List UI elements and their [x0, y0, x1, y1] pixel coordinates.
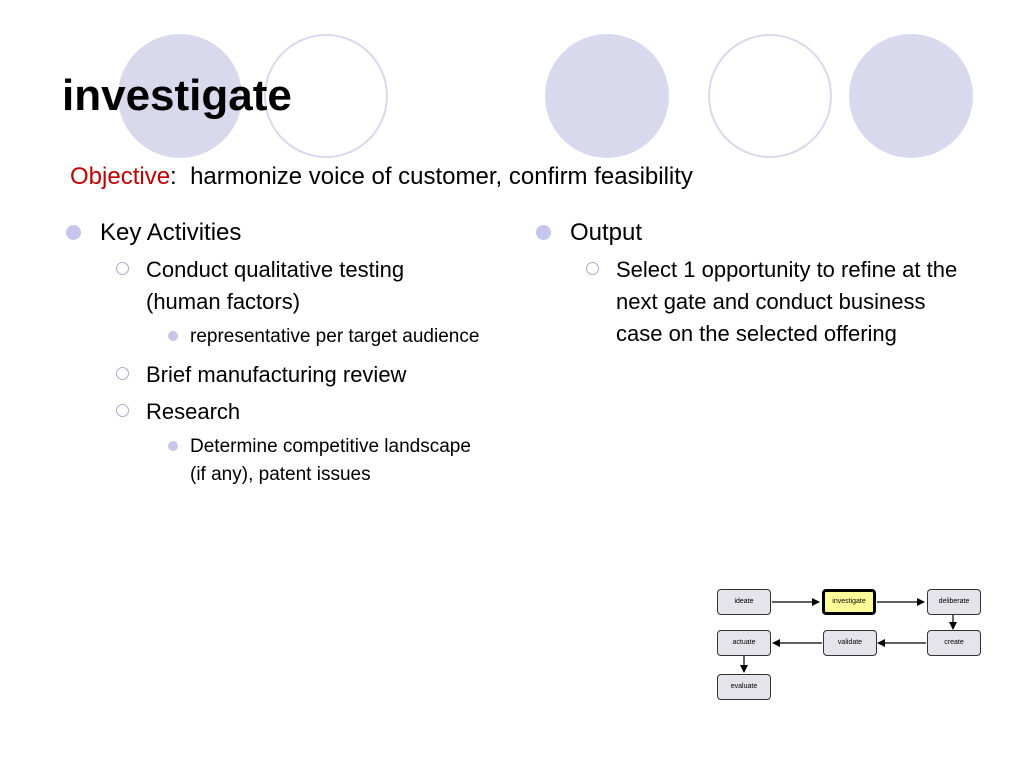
activity-item: Research	[62, 396, 482, 428]
decor-circle-outline	[264, 34, 388, 158]
process-flow-diagram: ideate investigate deliberate create val…	[710, 582, 990, 707]
key-activities-heading-text: Key Activities	[100, 219, 242, 246]
flow-step-evaluate: evaluate	[717, 674, 771, 700]
activity-subitem: Determine competitive landscape (if any)…	[62, 433, 482, 489]
flow-step-ideate: ideate	[717, 589, 771, 615]
flow-step-create: create	[927, 630, 981, 656]
flow-step-validate: validate	[823, 630, 877, 656]
bullet-dot-icon	[536, 225, 551, 240]
decor-circle-outline	[708, 34, 832, 158]
activity-item-text: Conduct qualitative testing (human facto…	[146, 257, 405, 314]
output-heading-text: Output	[570, 219, 643, 246]
bullet-ring-icon	[116, 367, 129, 380]
bullet-ring-icon	[116, 404, 129, 417]
bullet-ring-icon	[116, 262, 129, 275]
bullet-dot-icon	[168, 441, 178, 451]
slide-title: investigate	[62, 71, 292, 120]
objective-label: Objective	[70, 163, 171, 190]
bullet-dot-icon	[168, 331, 178, 341]
bullet-dot-icon	[66, 225, 81, 240]
key-activities-column: Key Activities Conduct qualitative testi…	[62, 216, 482, 497]
flow-step-deliberate: deliberate	[927, 589, 981, 615]
activity-item-text: Research	[146, 399, 241, 424]
key-activities-heading: Key Activities	[62, 216, 482, 250]
activity-item: Brief manufacturing review	[62, 359, 482, 391]
flow-connectors	[740, 598, 957, 673]
decor-circle	[849, 34, 973, 158]
output-item-text: Select 1 opportunity to refine at the ne…	[616, 257, 958, 346]
output-item: Select 1 opportunity to refine at the ne…	[532, 254, 972, 350]
flow-step-actuate: actuate	[717, 630, 771, 656]
objective-text: harmonize voice of customer, confirm fea…	[190, 163, 693, 190]
output-heading: Output	[532, 216, 972, 250]
decor-circle	[118, 34, 242, 158]
activity-subitem: representative per target audience	[62, 323, 482, 351]
output-column: Output Select 1 opportunity to refine at…	[532, 216, 972, 355]
activity-subitem-text: representative per target audience	[190, 326, 480, 347]
activity-item: Conduct qualitative testing (human facto…	[62, 254, 482, 318]
objective-line: Objective: harmonize voice of customer, …	[70, 162, 693, 192]
bullet-ring-icon	[586, 262, 599, 275]
flow-step-investigate-current: investigate	[822, 589, 876, 615]
decor-circle	[545, 34, 669, 158]
activity-item-text: Brief manufacturing review	[146, 362, 407, 387]
objective-separator: :	[170, 163, 177, 190]
activity-subitem-text: Determine competitive landscape (if any)…	[190, 436, 471, 485]
